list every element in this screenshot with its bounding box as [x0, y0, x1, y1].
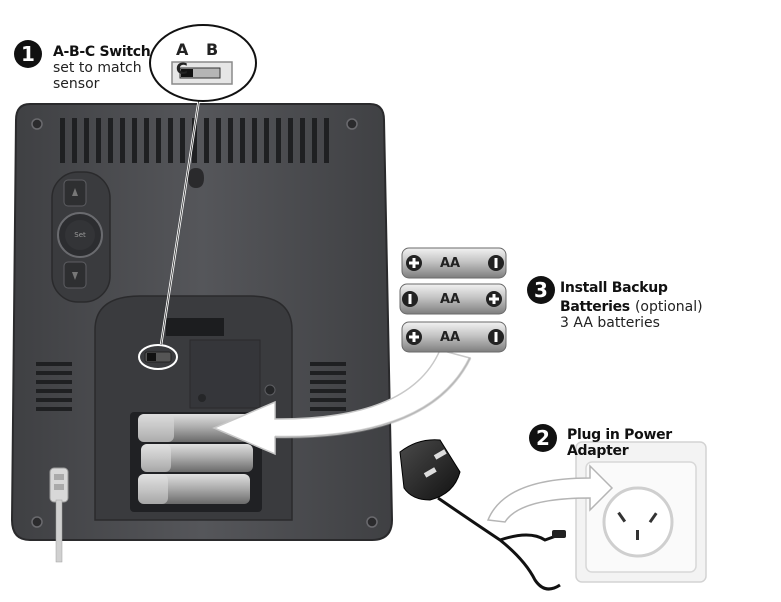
step-3-optional: (optional) — [634, 299, 703, 315]
device-power-cable — [49, 467, 69, 563]
step-3-title: Install Backup — [560, 280, 668, 296]
step-2-title: Adapter — [567, 443, 629, 459]
step-3-badge: 3 — [527, 276, 555, 304]
set-button[interactable]: Set — [74, 231, 86, 239]
battery — [401, 247, 507, 279]
abc-switch-magnified — [149, 24, 257, 102]
battery-label: AA — [440, 256, 461, 271]
top-vent — [60, 118, 329, 163]
minus-terminal-icon — [402, 291, 418, 307]
left-side-vent — [36, 362, 72, 411]
right-side-vent — [310, 362, 346, 411]
installed-battery — [138, 474, 250, 504]
wall-outlet — [575, 441, 707, 583]
plus-terminal-icon — [406, 329, 422, 345]
step-1-text: A-B-C Switch set to match sensor — [53, 44, 151, 92]
minus-terminal-icon — [488, 255, 504, 271]
abc-switch-letters: A B C — [176, 40, 225, 78]
battery-label: AA — [440, 330, 461, 345]
minus-terminal-icon — [488, 329, 504, 345]
up-button[interactable] — [72, 188, 78, 196]
abc-switch-on-device[interactable] — [138, 344, 178, 370]
down-button[interactable] — [72, 272, 78, 280]
battery-label: AA — [440, 292, 461, 307]
plus-terminal-icon — [406, 255, 422, 271]
step-1-line: sensor — [53, 76, 100, 92]
step-2-text: Plug in Power Adapter — [567, 427, 672, 459]
plus-terminal-icon — [486, 291, 502, 307]
step-2-title: Plug in Power — [567, 427, 672, 443]
step-1-line: set to match — [53, 60, 142, 76]
battery — [399, 283, 507, 315]
step-3-detail: 3 AA batteries — [560, 315, 660, 331]
installed-battery — [138, 414, 250, 442]
step-1-title: A-B-C Switch — [53, 44, 151, 60]
installed-battery — [141, 444, 253, 472]
step-3-title: Batteries — [560, 299, 630, 315]
step-1-badge: 1 — [14, 40, 42, 68]
power-adapter — [399, 439, 566, 591]
plug-in-arrow — [486, 464, 614, 523]
insert-batteries-arrow — [212, 349, 472, 456]
step-3-text: Install Backup Batteries (optional) 3 AA… — [560, 280, 703, 331]
battery — [401, 321, 507, 353]
wall-mount-hole — [188, 168, 204, 188]
step-2-badge: 2 — [529, 424, 557, 452]
